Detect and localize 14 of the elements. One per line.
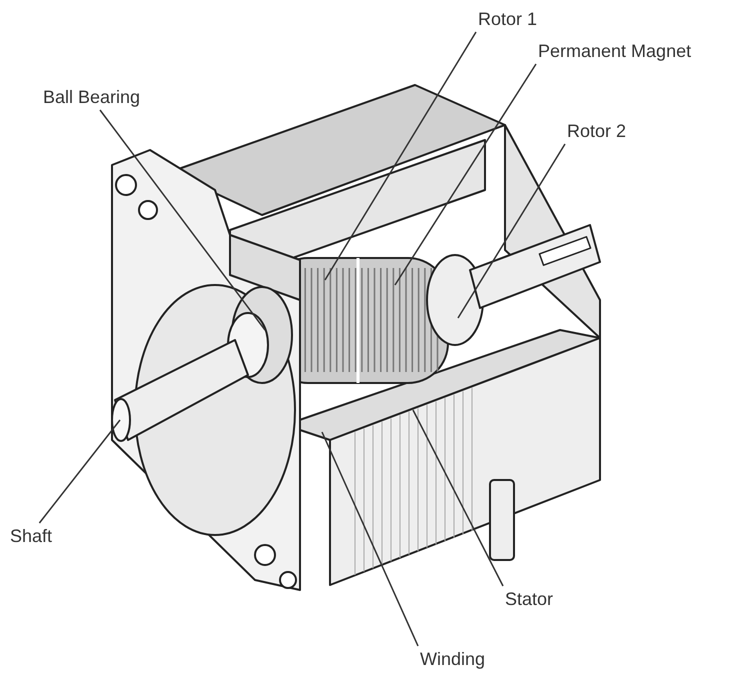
part-label: Shaft <box>10 525 52 547</box>
leader-line <box>38 420 121 524</box>
leader-line <box>324 32 477 280</box>
leader-line <box>99 110 266 330</box>
part-label: Winding <box>420 648 486 670</box>
part-label: Ball Bearing <box>43 86 140 108</box>
leader-line <box>412 410 504 586</box>
leader-line <box>457 144 566 318</box>
part-label: Rotor 1 <box>478 8 538 30</box>
part-label: Stator <box>505 588 554 610</box>
leader-line <box>394 64 537 286</box>
part-label: Rotor 2 <box>567 120 626 142</box>
part-label: Permanent Magnet <box>538 40 692 62</box>
leader-line <box>321 432 419 646</box>
